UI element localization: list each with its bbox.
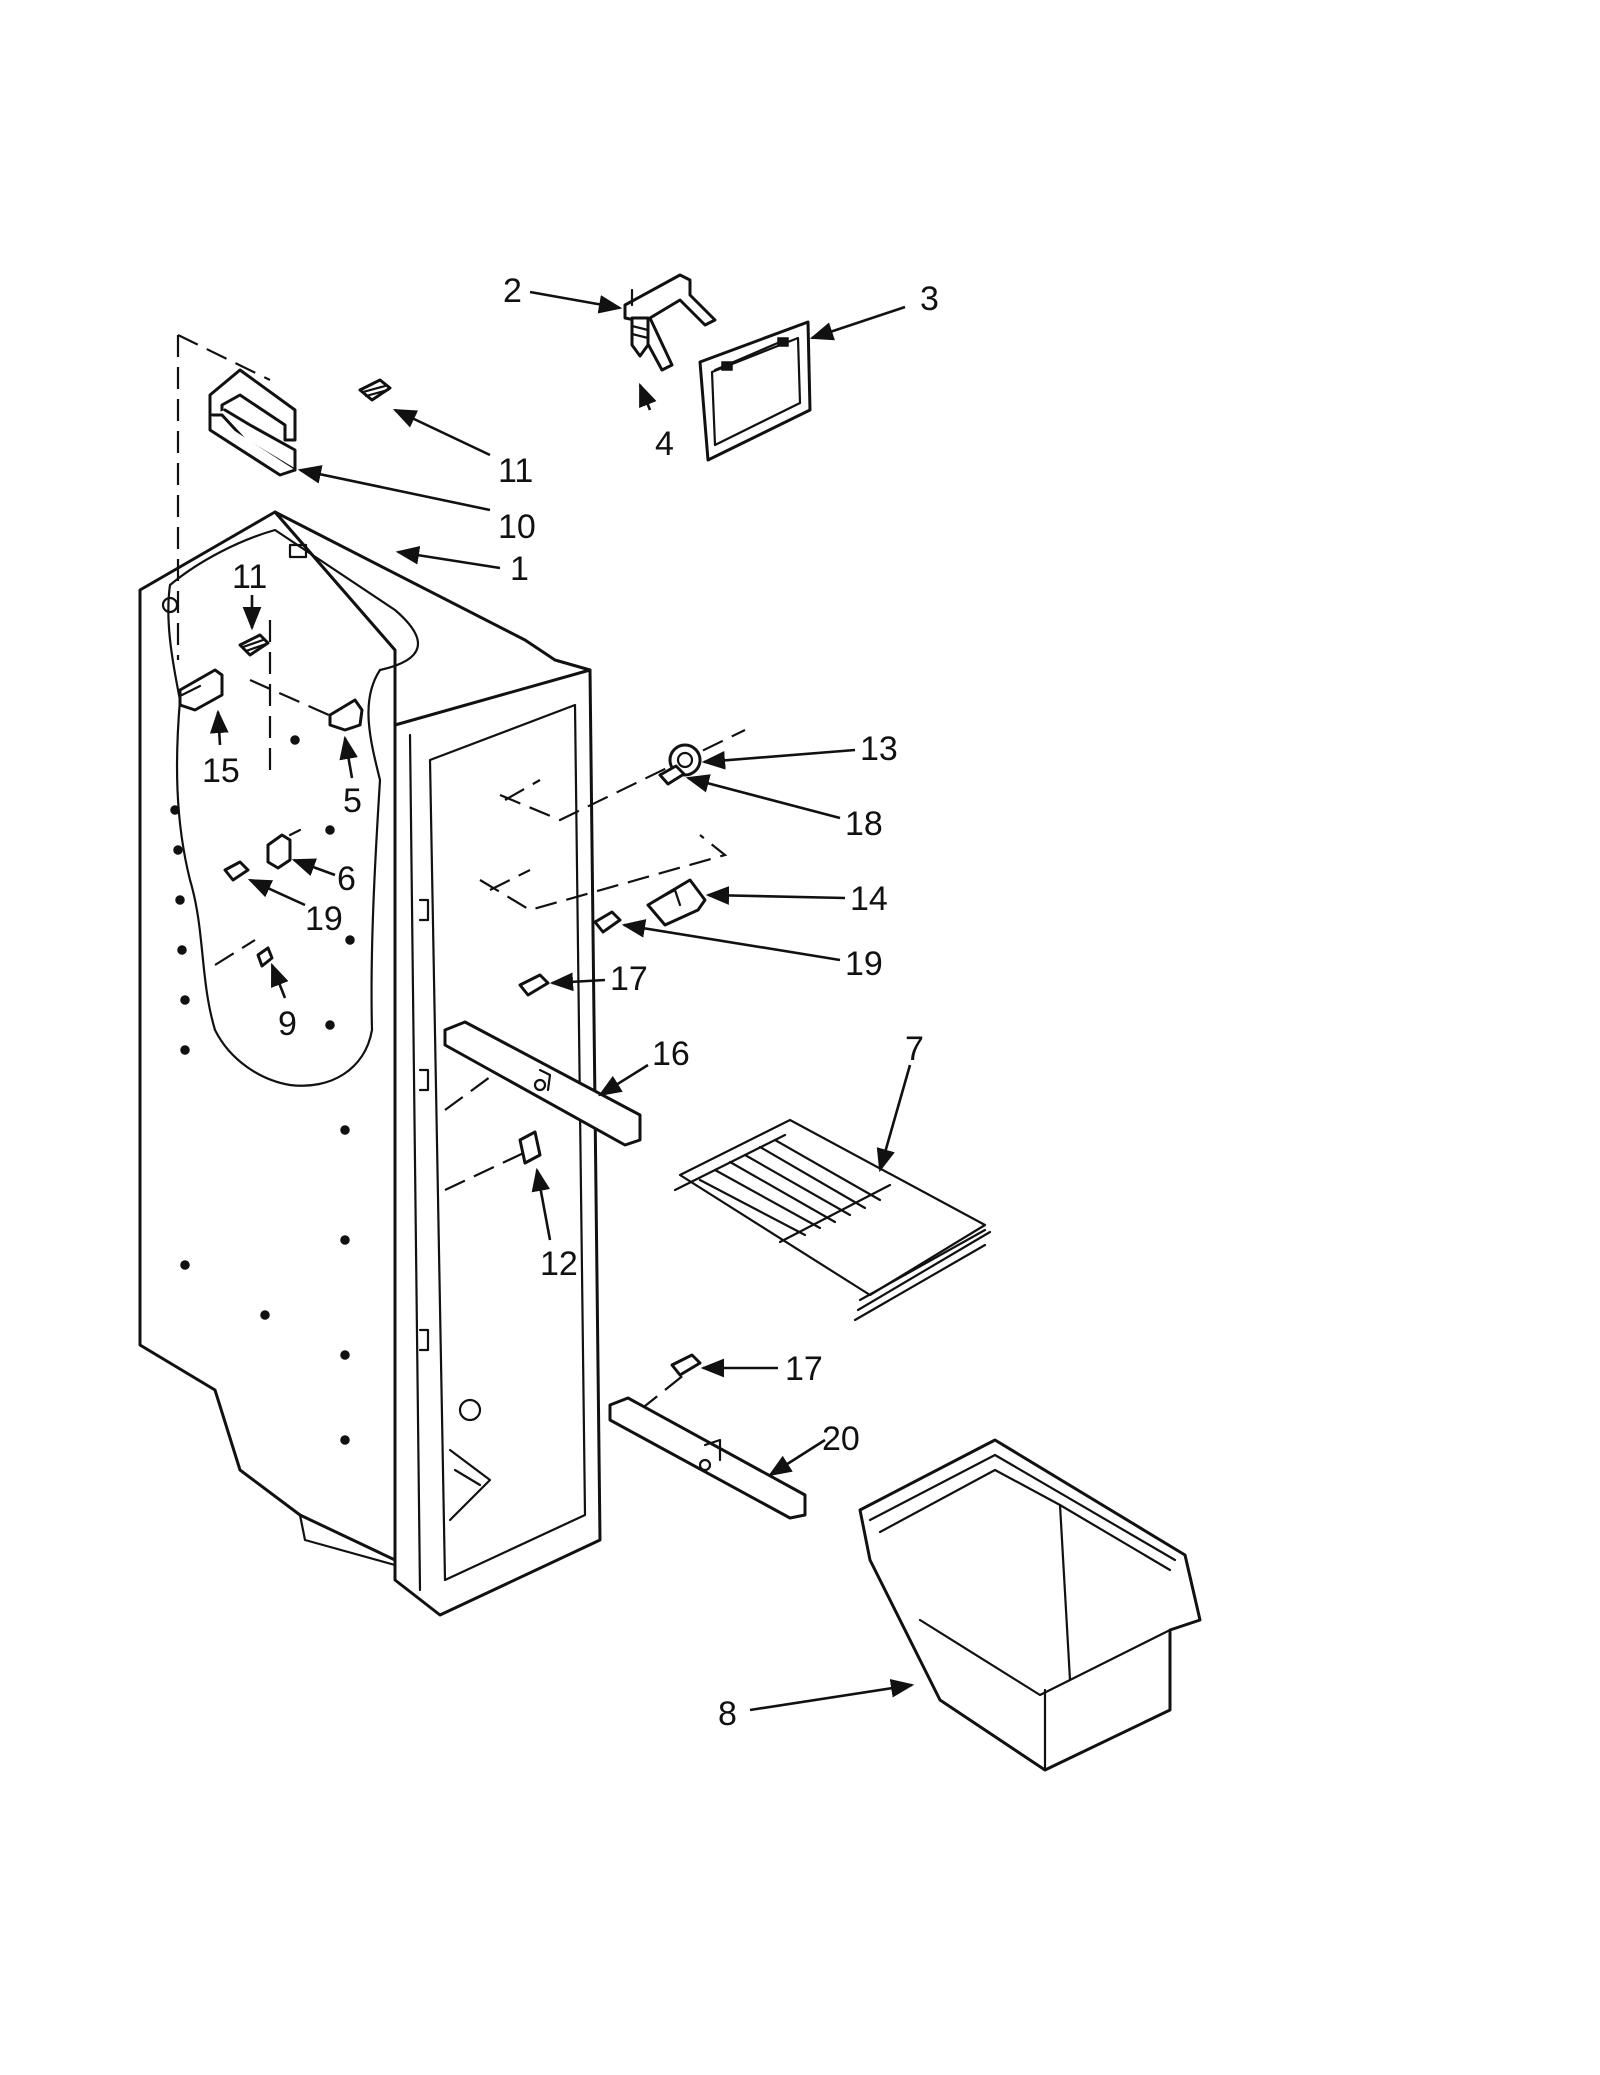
clip-5 — [328, 698, 364, 732]
screw-4 — [630, 316, 650, 358]
callout-11-top: 11 — [498, 452, 533, 490]
callout-17-lower: 17 — [785, 1350, 823, 1388]
callout-8: 8 — [718, 1695, 737, 1733]
callout-17-upper: 17 — [610, 960, 648, 998]
liner-holes — [170, 735, 355, 1445]
hinge-bracket-10 — [208, 368, 297, 477]
freezer-liner — [138, 510, 602, 1617]
callout-2: 2 — [503, 272, 522, 310]
rail-16 — [443, 1020, 642, 1147]
plug-9 — [256, 946, 274, 968]
support-14 — [646, 878, 707, 927]
callout-13: 13 — [860, 730, 898, 768]
screw-11-left — [238, 633, 270, 657]
callout-10: 10 — [498, 508, 536, 546]
screw-19-right — [593, 910, 622, 934]
callout-1: 1 — [510, 550, 529, 588]
callout-15: 15 — [202, 752, 240, 790]
ice-bin-8 — [858, 1438, 1202, 1772]
callout-16: 16 — [652, 1035, 690, 1073]
callout-11-left: 11 — [232, 558, 267, 596]
callout-14: 14 — [850, 880, 888, 918]
callout-18: 18 — [845, 805, 883, 843]
callout-6: 6 — [337, 860, 356, 898]
callout-7: 7 — [905, 1030, 924, 1068]
stop-12 — [518, 1130, 542, 1165]
cover-3 — [698, 320, 812, 462]
callout-19-left: 19 — [305, 900, 343, 938]
bracket-15 — [178, 668, 224, 712]
screw-11-top — [358, 378, 392, 402]
callout-20: 20 — [822, 1420, 860, 1458]
rail-20 — [608, 1396, 807, 1520]
screw-19-left — [223, 860, 250, 882]
callout-labels: 2 3 4 11 10 1 11 15 5 6 19 9 13 18 14 19… — [202, 272, 939, 1733]
callout-12: 12 — [540, 1245, 578, 1283]
callout-9: 9 — [278, 1005, 297, 1043]
callout-4: 4 — [655, 425, 674, 463]
screw-18 — [658, 764, 686, 786]
callout-5: 5 — [343, 782, 362, 820]
wire-shelf-7 — [673, 1118, 992, 1322]
leader-lines — [209, 290, 915, 1712]
callout-3: 3 — [920, 280, 939, 318]
screw-17-upper — [518, 973, 550, 997]
callout-19-right: 19 — [845, 945, 883, 983]
bracket-6 — [266, 828, 302, 870]
screw-17-lower — [670, 1353, 702, 1377]
